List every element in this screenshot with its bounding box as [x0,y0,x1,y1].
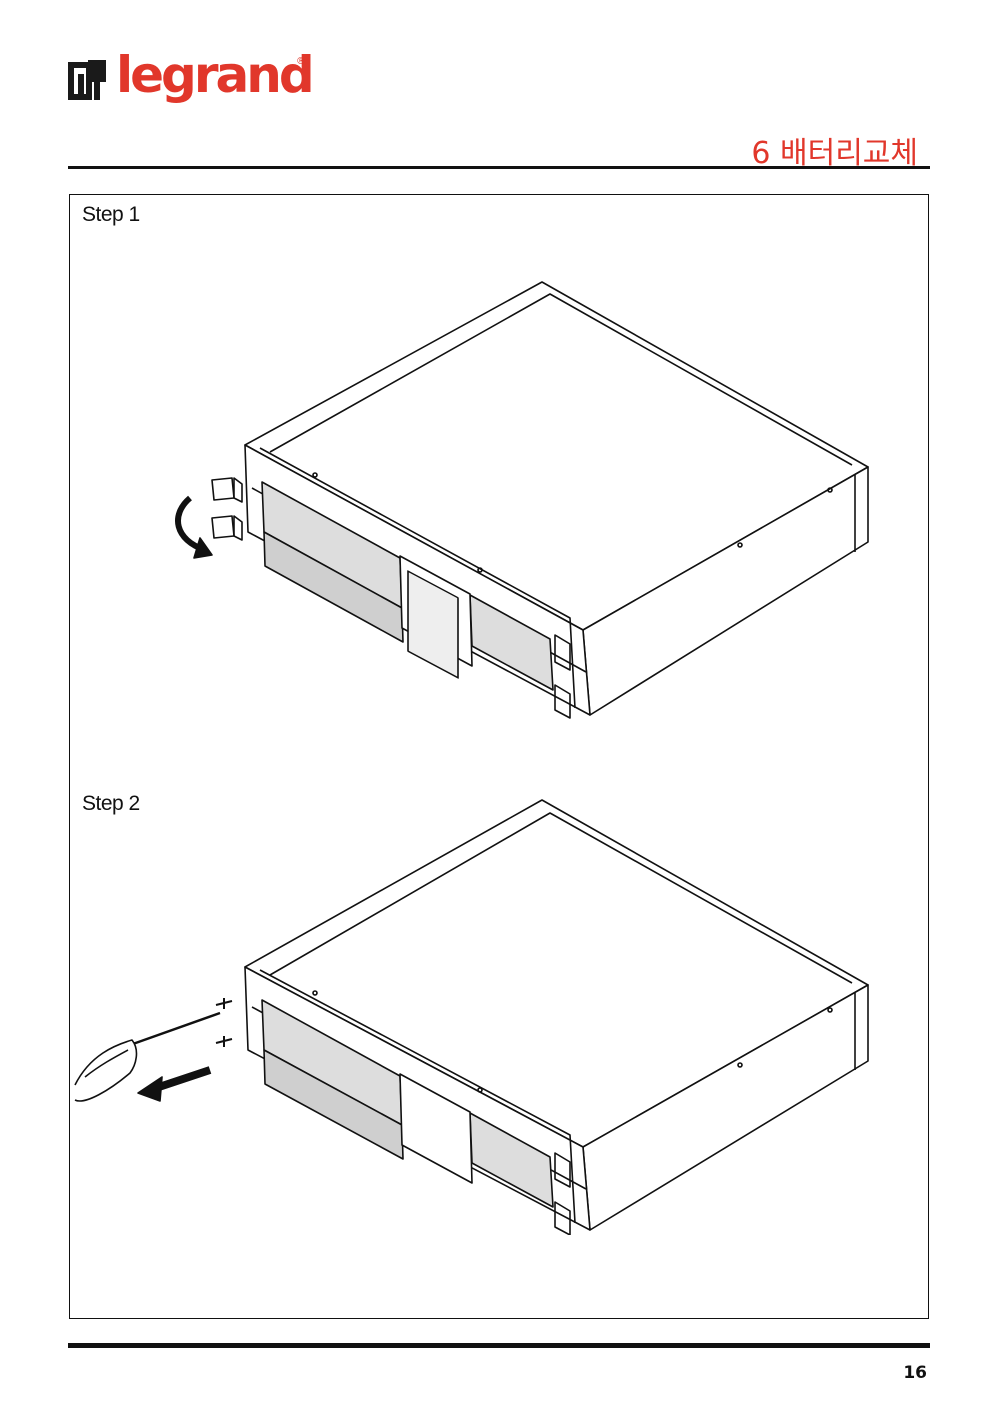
brand-wordmark: legrand [116,46,315,104]
header-rule [68,166,930,169]
legrand-logo: legrand ® [68,46,328,114]
legrand-mark-icon [68,60,106,100]
step-1-ups-illustration [175,281,869,719]
section-title: 6 배터리교체 [751,136,918,171]
page-number: 16 [903,1363,927,1383]
registered-mark: ® [296,56,306,67]
step-2-label: Step 2 [82,792,140,815]
footer-rule [68,1343,930,1348]
step-1-label: Step 1 [82,203,140,226]
instruction-frame [69,194,929,1319]
step-2-ups-illustration [74,799,869,1235]
